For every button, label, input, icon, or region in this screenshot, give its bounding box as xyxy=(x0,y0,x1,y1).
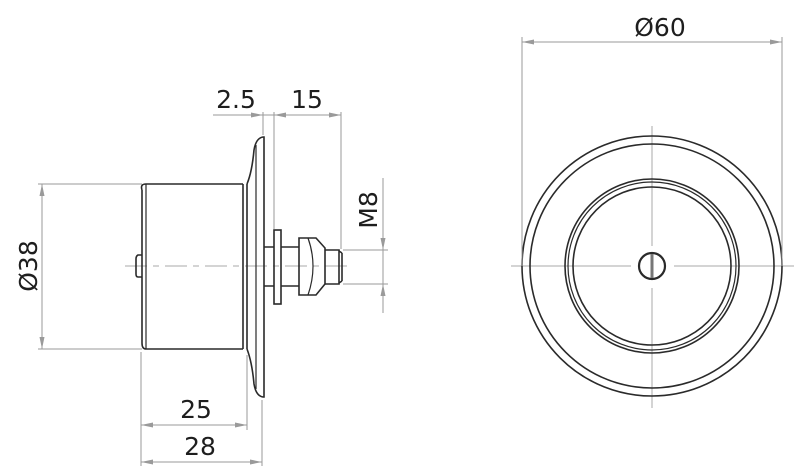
dim-label-stud-length: 15 xyxy=(291,85,323,114)
dim-label-body-diameter: Ø38 xyxy=(14,240,43,292)
flange-profile xyxy=(246,136,265,398)
dim-thread: M8 xyxy=(343,178,388,313)
dim-label-flange-thickness: 2.5 xyxy=(216,85,256,114)
thread-chamfer-top xyxy=(338,250,343,254)
thread-end xyxy=(325,249,340,285)
body-chamfer-circle xyxy=(567,181,737,351)
dim-label-body-length: 25 xyxy=(180,395,212,424)
stud-base xyxy=(264,246,274,287)
front-view: Ø60 xyxy=(511,13,794,408)
dim-label-outer-diameter: Ø60 xyxy=(634,13,686,42)
dim-lengths: 25 28 xyxy=(140,352,263,466)
body-outer-circle xyxy=(564,178,740,354)
body-inner-circle xyxy=(572,186,732,346)
washer xyxy=(273,229,282,305)
hub-circle xyxy=(637,251,667,281)
dim-body-diameter: Ø38 xyxy=(14,183,142,350)
rear-boss xyxy=(135,254,142,278)
dim-label-thread: M8 xyxy=(354,191,383,228)
nut-curve xyxy=(307,237,314,296)
dim-outer-diameter: Ø60 xyxy=(521,13,783,266)
dim-flange-and-stud: 2.5 15 xyxy=(213,85,342,249)
flange-face-circle xyxy=(529,143,775,389)
thread-chamfer-bottom xyxy=(338,280,343,284)
dim-label-overall-length: 28 xyxy=(184,432,216,461)
stud-shaft xyxy=(281,246,299,287)
side-view: Ø38 2.5 15 M8 xyxy=(14,85,388,466)
